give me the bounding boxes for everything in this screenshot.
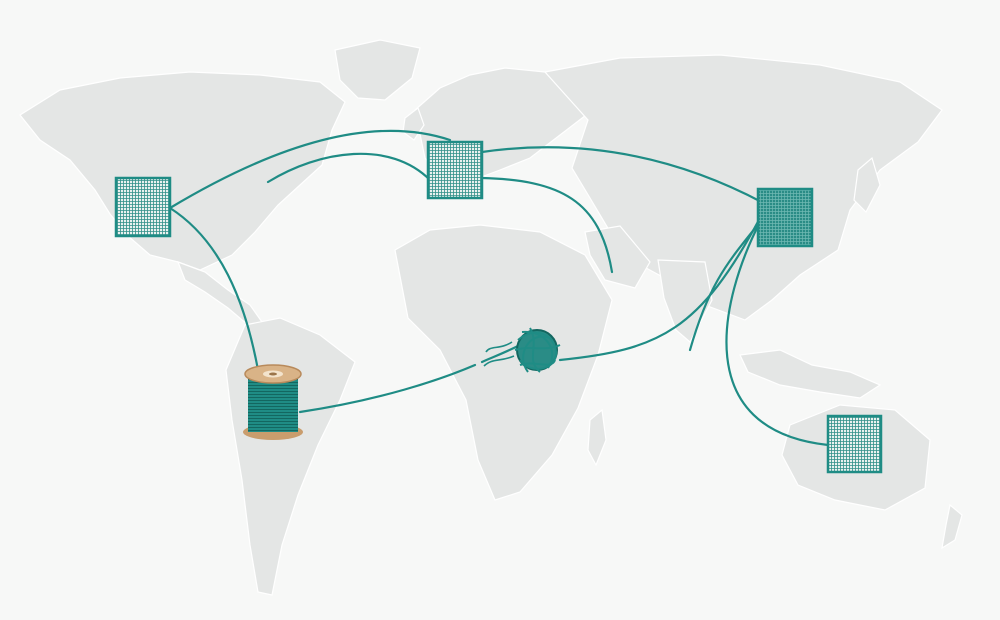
thread-africa-asia <box>558 216 762 362</box>
fabric-swatch-australia <box>826 414 883 474</box>
thread-na-south-america <box>168 206 260 372</box>
thread-na-europe <box>168 129 452 210</box>
japan <box>853 156 881 214</box>
tangled-thread-ball-icon <box>483 327 561 373</box>
greenland <box>334 39 421 101</box>
thread-europe-asia <box>480 146 787 217</box>
southeast-asia-islands <box>739 349 882 399</box>
madagascar <box>587 408 607 467</box>
arabia <box>584 225 651 289</box>
thread-europe-arabia <box>480 176 614 274</box>
thread-ball-tail <box>480 343 522 364</box>
fabric-swatch-north-america <box>114 176 172 238</box>
fabric-swatch-east-asia <box>756 187 814 248</box>
thread-asia-australia <box>725 220 830 447</box>
north-america <box>19 71 346 271</box>
fabric-swatch-europe <box>426 140 484 200</box>
thread-spool-africa <box>298 363 477 414</box>
thread-asia-indian-ocean <box>688 220 762 352</box>
thread-connections <box>168 129 830 447</box>
thread-america-europe-loop <box>266 152 432 184</box>
new-zealand <box>941 503 963 550</box>
thread-spool-icon <box>243 364 303 440</box>
asia <box>543 54 943 321</box>
